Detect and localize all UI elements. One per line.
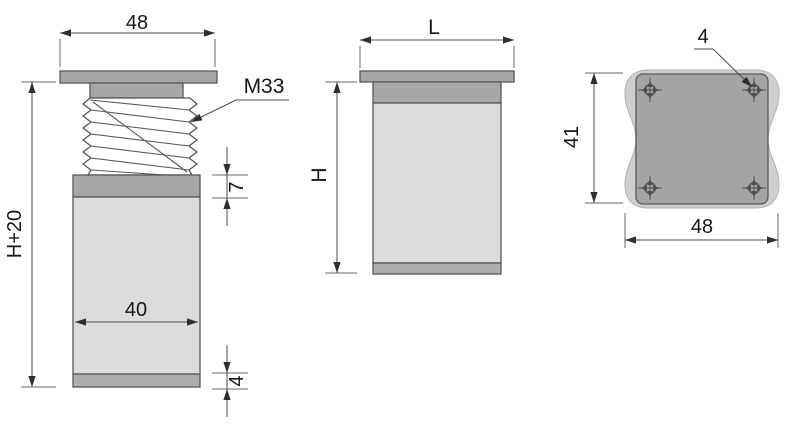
- front-neck: [89, 82, 184, 99]
- front-dim-height: H+20: [4, 81, 56, 388]
- dim-h-height-label: H: [308, 167, 331, 182]
- thread-callout: M33: [190, 75, 289, 123]
- side-top-plate: [359, 70, 515, 83]
- side-neck: [372, 81, 502, 104]
- front-dim-top-width: 48: [59, 12, 216, 67]
- front-thread-section: [81, 97, 199, 176]
- front-dim-body-width: 40: [75, 299, 198, 326]
- side-body: [372, 102, 502, 264]
- screw-hole-marker: [638, 176, 662, 200]
- front-body: [72, 196, 201, 375]
- dim-41-label: 41: [561, 126, 583, 148]
- dim-48-bottom-width-label: 48: [691, 216, 713, 238]
- bottom-dim-width: 48: [624, 213, 779, 248]
- dim-48-top-width-label: 48: [126, 12, 148, 34]
- bottom-view: 4 41 48: [561, 26, 780, 248]
- mounting-plate: [635, 73, 769, 205]
- front-view: 48 M33: [4, 12, 289, 417]
- screw-hole-marker: [638, 78, 662, 102]
- front-dim-collar-height: 7: [212, 147, 248, 226]
- screw-hole-marker: [742, 176, 766, 200]
- dim-h-plus-20-label: H+20: [4, 210, 26, 258]
- front-top-plate: [59, 70, 218, 84]
- front-dim-foot-height: 4: [212, 345, 248, 417]
- dim-40-body-width-label: 40: [125, 299, 147, 321]
- thread-callout-label: M33: [244, 75, 285, 98]
- screw-hole-marker: [742, 78, 766, 102]
- hole-callout-label: 4: [697, 26, 708, 48]
- hole-callout: 4: [694, 26, 753, 88]
- side-view: L H: [308, 16, 515, 275]
- bottom-dim-height: 41: [561, 72, 623, 204]
- side-dim-top-width: L: [359, 16, 515, 68]
- dim-4-foot-label: 4: [226, 375, 248, 386]
- dim-l-top-width-label: L: [428, 16, 440, 39]
- front-foot: [72, 373, 201, 388]
- dim-7-collar-label: 7: [226, 181, 248, 192]
- side-dim-height: H: [308, 81, 357, 274]
- side-foot: [372, 262, 502, 275]
- front-collar: [72, 174, 201, 198]
